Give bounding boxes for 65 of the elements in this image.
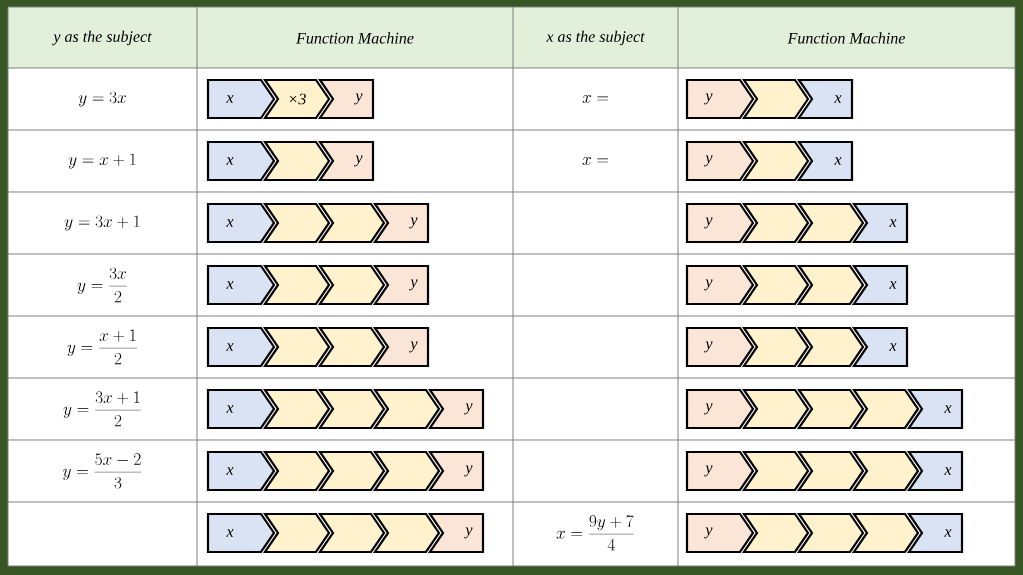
- chevron-segment: [372, 450, 441, 492]
- chevron-segment: [262, 512, 331, 554]
- equation: $x = \frac{9y + 7}{4}$: [556, 515, 634, 551]
- chevron-segment: x: [206, 326, 276, 368]
- chevron-segment: [262, 326, 331, 368]
- chevron-segment: [796, 512, 865, 554]
- chevron-segment: y: [685, 264, 755, 306]
- chevron-segment: x: [206, 388, 276, 430]
- chevron-segment: x: [906, 512, 964, 554]
- equation: $y = x + 1$: [68, 153, 136, 169]
- chevron-segment: y: [427, 512, 485, 554]
- chevron-segment: [796, 450, 865, 492]
- chevron-segment: [262, 388, 331, 430]
- header-cell: Function Machine: [197, 7, 513, 68]
- header-cell: y as the subject: [8, 7, 197, 68]
- chevron-segment: [317, 512, 386, 554]
- chevron-segment: [372, 512, 441, 554]
- chevron-segment: [796, 326, 865, 368]
- chevron-segment: [796, 388, 865, 430]
- chevron-segment: [741, 326, 810, 368]
- chevron-segment: y: [685, 202, 755, 244]
- chevron-segment: [741, 512, 810, 554]
- chevron-segment: [741, 450, 810, 492]
- chevron-segment: x: [206, 78, 276, 120]
- chevron-segment: y: [685, 512, 755, 554]
- chevron-segment: [317, 264, 386, 306]
- chevron-segment: x: [206, 450, 276, 492]
- chevron-segment: [796, 202, 865, 244]
- chevron-segment: ×3: [262, 78, 331, 120]
- chevron-segment: [741, 202, 810, 244]
- chevron-segment: y: [685, 326, 755, 368]
- chevron-segment: [741, 140, 810, 182]
- equation: $y = 3x$: [78, 91, 126, 107]
- equation: $y = \frac{x + 1}{2}$: [67, 329, 137, 365]
- chevron-segment: [796, 264, 865, 306]
- chevron-segment: y: [685, 78, 755, 120]
- chevron-segment: [741, 388, 810, 430]
- chevron-segment: [317, 388, 386, 430]
- chevron-segment: [262, 202, 331, 244]
- chevron-segment: y: [685, 388, 755, 430]
- header-cell: x as the subject: [513, 7, 678, 68]
- equation: $y = \frac{5x - 2}{3}$: [63, 453, 142, 489]
- chevron-segment: x: [206, 512, 276, 554]
- chevron-segment: [741, 264, 810, 306]
- chevron-segment: [317, 326, 386, 368]
- equation: $y = \frac{3x}{2}$: [77, 267, 127, 303]
- chevron-segment: [851, 512, 920, 554]
- chevron-segment: [741, 78, 810, 120]
- chevron-segment: [317, 450, 386, 492]
- chevron-segment: [262, 264, 331, 306]
- equation: $x =$: [582, 95, 609, 103]
- equation: $y = 3x + 1$: [64, 215, 140, 231]
- chevron-segment: [262, 450, 331, 492]
- chevron-segment: [851, 388, 920, 430]
- chevron-segment: [317, 202, 386, 244]
- chevron-segment: [372, 388, 441, 430]
- chevron-segment: x: [206, 264, 276, 306]
- equation: $y = \frac{3x + 1}{2}$: [63, 391, 141, 427]
- chevron-segment: x: [206, 202, 276, 244]
- chevron-segment: y: [685, 450, 755, 492]
- chevron-segment: x: [206, 140, 276, 182]
- chevron-segment: y: [685, 140, 755, 182]
- chevron-segment: [262, 140, 331, 182]
- equation: $x =$: [582, 157, 609, 165]
- chevron-segment: [851, 450, 920, 492]
